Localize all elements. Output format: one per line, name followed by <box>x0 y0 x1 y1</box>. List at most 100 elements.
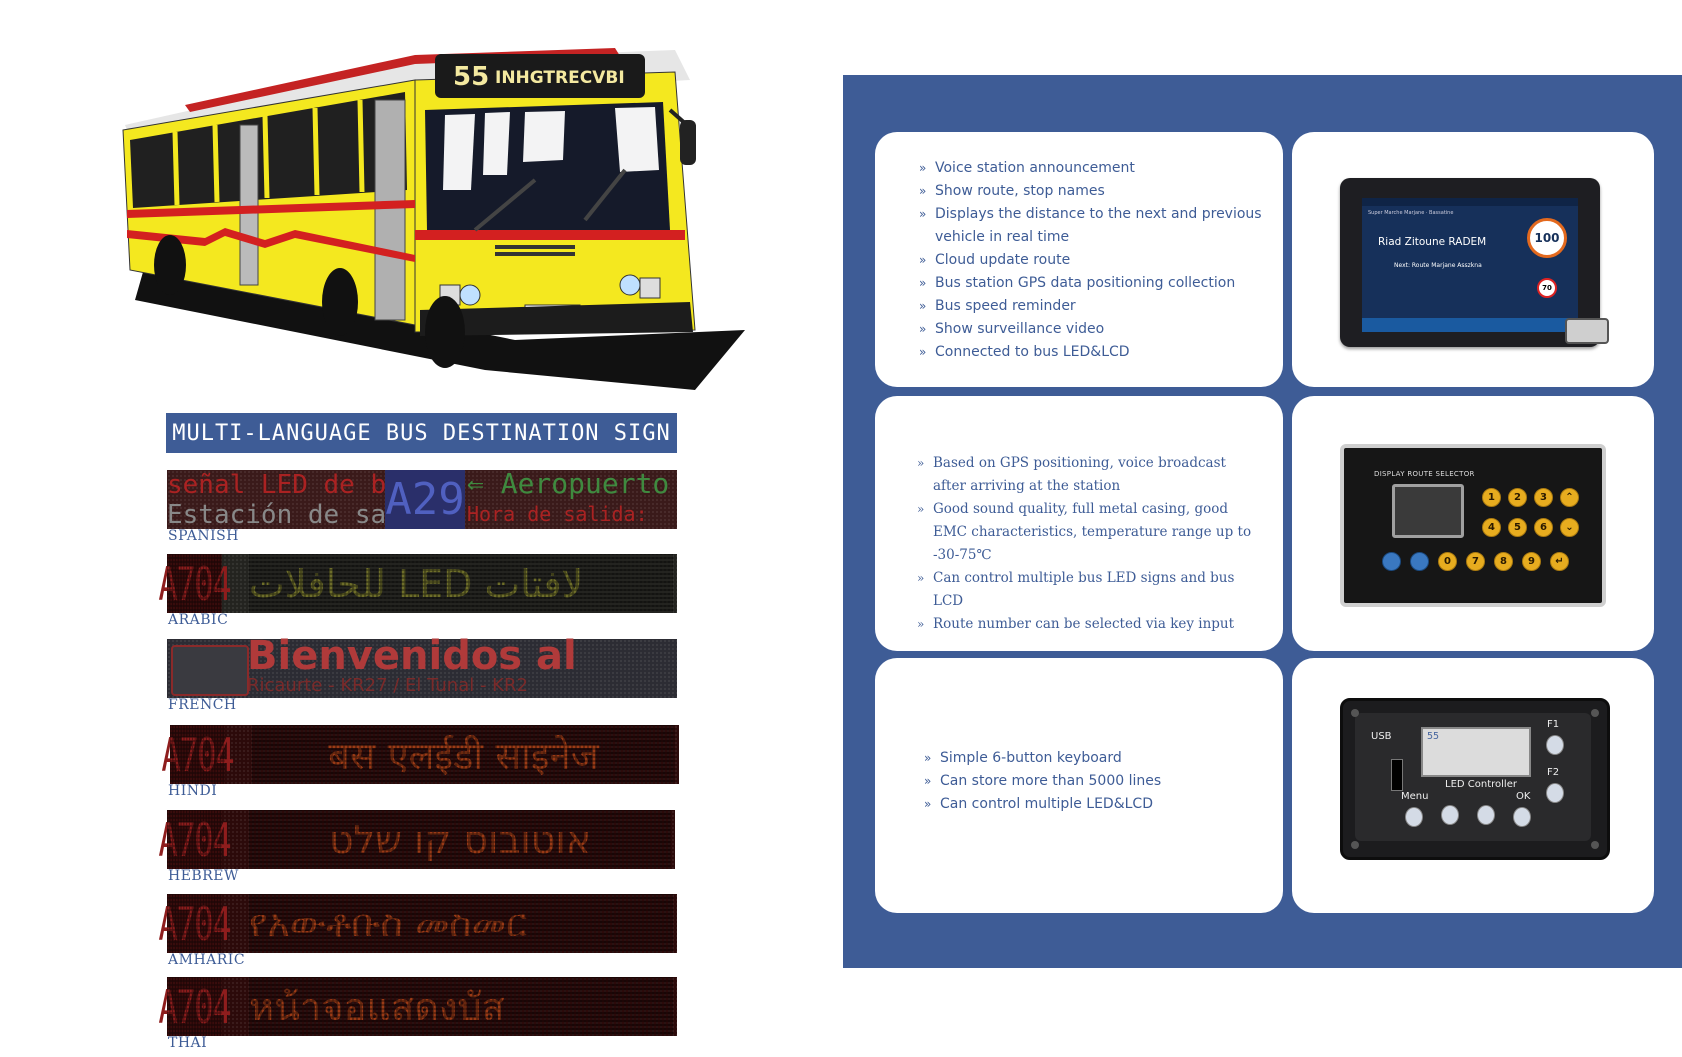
feature-card-1 <box>875 132 1283 387</box>
feature-item: »Can store more than 5000 lines <box>924 770 1254 793</box>
led-route-number: A704 <box>158 810 232 869</box>
f1-label: F1 <box>1547 719 1560 730</box>
bus-route-number: 55 <box>453 62 489 92</box>
bus-illustration: 55 INHGTRECVBI <box>122 48 745 390</box>
led-sign-text: لافتات LED للحافلات <box>249 554 673 613</box>
led-route-number: A704 <box>161 725 235 784</box>
key-0: 0 <box>1438 552 1457 571</box>
screw <box>1591 841 1599 849</box>
feature-item: »Simple 6-button keyboard <box>924 747 1254 770</box>
key-3: 3 <box>1534 488 1553 507</box>
key-blue-1 <box>1382 552 1401 571</box>
led-sign-destination: ⇐ Aeropuerto <box>467 467 670 500</box>
chevron-icon: » <box>919 276 927 290</box>
tablet-route: Super Marche Marjane · Bassatine <box>1368 210 1454 216</box>
tablet-screen: Super Marche Marjane · Bassatine Riad Zi… <box>1362 198 1578 332</box>
chevron-icon: » <box>924 797 932 811</box>
key-9: 9 <box>1522 552 1541 571</box>
chevron-icon: » <box>919 345 927 359</box>
menu-label: Menu <box>1401 791 1429 802</box>
sign-label: FRENCH <box>168 697 237 713</box>
led-sign-spanish: señal LED de bus Estación de salid A29 ⇐… <box>167 467 677 530</box>
chevron-icon: » <box>919 184 927 198</box>
feature-list-3: »Simple 6-button keyboard »Can store mor… <box>924 747 1254 816</box>
feature-item: »Good sound quality, full metal casing, … <box>917 498 1252 567</box>
feature-item: »Can control multiple bus LED signs and … <box>917 567 1252 613</box>
usb-port <box>1391 759 1403 791</box>
led-sign-french: Bienvenidos al Ricaurte - KR27 / El Tuna… <box>167 633 677 698</box>
feature-item: »Route number can be selected via key in… <box>917 613 1252 636</box>
feature-item: »Bus station GPS data positioning collec… <box>919 272 1264 295</box>
tablet-button-bar <box>1362 318 1578 332</box>
tablet-next: Next: Route Marjane Asszkna <box>1394 262 1482 269</box>
led-sign-text: หน้าจอแสดงบัส <box>249 977 673 1036</box>
led-route-number: A29 <box>385 470 465 529</box>
feature-item: »Can control multiple LED&LCD <box>924 793 1254 816</box>
led-sign-hindi: A704 बस एलईडी साइनेज <box>161 725 679 784</box>
f1-button <box>1546 735 1564 755</box>
tablet-station: Riad Zitoune RADEM <box>1378 236 1487 248</box>
led-sign-time: Hora de salida: <box>467 502 648 526</box>
f2-label: F2 <box>1547 767 1560 778</box>
led-route-number: A704 <box>158 894 232 953</box>
chevron-icon: » <box>924 751 932 765</box>
chevron-icon: » <box>919 161 927 175</box>
screw <box>1351 709 1359 717</box>
sign-label: AMHARIC <box>168 952 246 968</box>
feature-list-2: »Based on GPS positioning, voice broadca… <box>917 452 1252 636</box>
chevron-icon: » <box>917 502 925 516</box>
menu-button <box>1405 807 1423 827</box>
speed-limit-sign: 70 <box>1537 278 1557 298</box>
feature-item: »Connected to bus LED&LCD <box>919 341 1264 364</box>
chevron-icon: » <box>919 299 927 313</box>
chevron-icon: » <box>919 207 927 221</box>
chevron-icon: » <box>919 253 927 267</box>
led-sign-subtext: Ricaurte - KR27 / El Tunal - KR2 <box>247 675 528 696</box>
controller-title: LED Controller <box>1445 779 1517 790</box>
led-sign-amharic: A704 የአውቶቡስ መስመር <box>158 894 677 953</box>
key-ok: ↵ <box>1550 552 1569 571</box>
key-up: ⌃ <box>1560 488 1579 507</box>
selector-lcd <box>1392 484 1464 538</box>
speedometer: 100 <box>1527 218 1567 258</box>
ok-label: OK <box>1516 791 1531 802</box>
cable-connector <box>1565 318 1609 344</box>
chevron-icon: » <box>919 322 927 336</box>
feature-list-1: »Voice station announcement »Show route,… <box>919 157 1264 364</box>
route-selector-device: DISPLAY ROUTE SELECTOR 1 2 3 ⌃ 4 5 6 ⌄ 0… <box>1340 444 1606 607</box>
key-8: 8 <box>1494 552 1513 571</box>
led-sign-text: אוטובוס קו שלט <box>249 810 671 869</box>
key-6: 6 <box>1534 518 1553 537</box>
f2-button <box>1546 783 1564 803</box>
status-bar <box>1362 198 1578 206</box>
selector-label: DISPLAY ROUTE SELECTOR <box>1374 470 1475 478</box>
chevron-icon: » <box>917 617 925 631</box>
key-1: 1 <box>1482 488 1501 507</box>
key-7: 7 <box>1466 552 1485 571</box>
led-controller-device: USB 55 LED Controller F1 F2 Menu OK <box>1340 698 1610 860</box>
key-down: ⌄ <box>1560 518 1579 537</box>
feature-card-2 <box>875 396 1283 651</box>
feature-item: »Bus speed reminder <box>919 295 1264 318</box>
chevron-icon: » <box>924 774 932 788</box>
feature-card-3 <box>875 658 1283 913</box>
led-sign-hebrew: A704 אוטובוס קו שלט <box>158 810 675 869</box>
tablet-device: Super Marche Marjane · Bassatine Riad Zi… <box>1340 178 1609 347</box>
key-2: 2 <box>1508 488 1527 507</box>
led-sign-text: बस एलईडी साइनेज <box>252 725 675 784</box>
key-5: 5 <box>1508 518 1527 537</box>
sign-label: HINDI <box>168 783 218 799</box>
bus-destination: INHGTRECVBI <box>495 68 625 88</box>
screw <box>1591 709 1599 717</box>
led-sign-text: የአውቶቡስ መስመር <box>249 894 673 953</box>
led-sign-text: señal LED de bus <box>167 470 418 500</box>
led-route-number: A704 <box>158 977 232 1036</box>
controller-lcd-text: 55 <box>1427 731 1440 742</box>
led-sign-thai: A704 หน้าจอแสดงบัส <box>158 977 677 1036</box>
bus-icon <box>171 645 249 696</box>
sign-label: SPANISH <box>168 528 239 544</box>
sign-section-title: MULTI-LANGUAGE BUS DESTINATION SIGN <box>166 413 677 453</box>
key-blue-2 <box>1410 552 1429 571</box>
feature-item: »Based on GPS positioning, voice broadca… <box>917 452 1252 498</box>
feature-item: »Voice station announcement <box>919 157 1264 180</box>
